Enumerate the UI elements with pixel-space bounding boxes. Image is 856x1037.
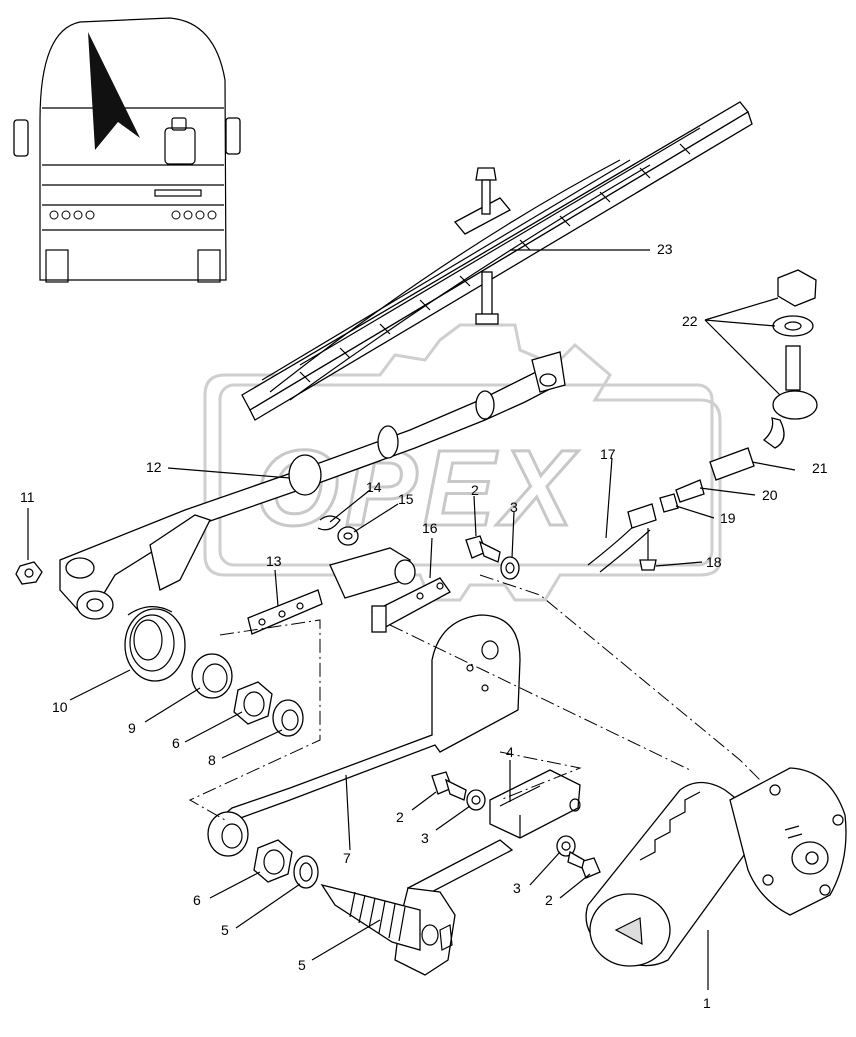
callout-10: 10 — [52, 699, 68, 715]
bus-front-thumbnail — [13, 17, 241, 283]
part-7-linkage-bracket — [207, 614, 521, 857]
callout-7: 7 — [343, 850, 351, 866]
washer-3-middle — [466, 789, 486, 811]
callout-11: 11 — [20, 489, 35, 505]
wiper-blade — [241, 101, 753, 421]
part-22-nozzle — [762, 345, 818, 449]
part-16-link — [329, 547, 451, 633]
callout-19: 19 — [720, 510, 736, 526]
callout-2c: 2 — [545, 892, 553, 908]
callout-9: 9 — [128, 720, 136, 736]
washer-hose-assembly — [587, 269, 818, 573]
part-10-bellows — [124, 606, 186, 682]
callout-3b: 3 — [421, 830, 429, 846]
callout-8: 8 — [208, 752, 216, 768]
callout-2b: 2 — [396, 809, 404, 825]
bolt-2-lower — [567, 850, 601, 879]
wiper-arm — [59, 351, 566, 620]
part-6-nut-lower — [253, 839, 293, 883]
part-15-washer — [337, 526, 359, 546]
part-20-fitting — [675, 479, 705, 503]
washer-3-lower — [556, 835, 576, 857]
callout-15: 15 — [398, 491, 414, 507]
callout-17: 17 — [600, 446, 616, 462]
callout-5b: 5 — [298, 957, 306, 973]
bolt-2-middle — [431, 771, 467, 801]
bolt-2-upper — [465, 535, 501, 563]
washer-3-upper — [500, 556, 520, 580]
callout-22: 22 — [682, 313, 698, 329]
assembly-centerlines — [188, 574, 761, 821]
part-1-wiper-motor — [585, 767, 847, 967]
callout-3a: 3 — [510, 499, 518, 515]
callout-labels: 1 2 2 2 3 3 3 4 5 5 6 6 7 8 9 10 11 12 1… — [20, 241, 828, 1011]
callout-4: 4 — [506, 744, 514, 760]
callout-21: 21 — [812, 460, 828, 476]
callout-1: 1 — [703, 995, 711, 1011]
direction-arrow-icon — [88, 32, 140, 150]
watermark-logo: OPEX — [203, 323, 722, 602]
part-5-bellows-shaft — [320, 883, 421, 951]
leader-lines — [27, 249, 796, 990]
part-22-washer — [772, 315, 814, 337]
callout-23: 23 — [657, 241, 673, 257]
part-21-hose — [709, 447, 755, 481]
callout-12: 12 — [146, 459, 162, 475]
callout-18: 18 — [706, 554, 722, 570]
callout-6a: 6 — [172, 735, 180, 751]
part-18-pin — [639, 559, 657, 571]
callout-5a: 5 — [221, 922, 229, 938]
part-13-plate — [247, 589, 323, 635]
part-6-nut-upper — [233, 681, 273, 725]
part-11-nut — [15, 561, 43, 585]
callout-6b: 6 — [193, 892, 201, 908]
callout-2a: 2 — [471, 482, 479, 498]
part-22-nut — [777, 269, 817, 307]
part-19-connector — [659, 493, 679, 513]
callout-14: 14 — [366, 479, 382, 495]
part-8-washer — [272, 699, 304, 737]
part-9-bushing — [191, 653, 233, 699]
callout-16: 16 — [422, 520, 438, 536]
part-4-bracket — [394, 769, 581, 976]
callout-3c: 3 — [513, 880, 521, 896]
callout-20: 20 — [762, 487, 778, 503]
part-14-clip — [317, 515, 341, 531]
callout-13: 13 — [266, 553, 282, 569]
part-5-clip — [293, 855, 319, 889]
